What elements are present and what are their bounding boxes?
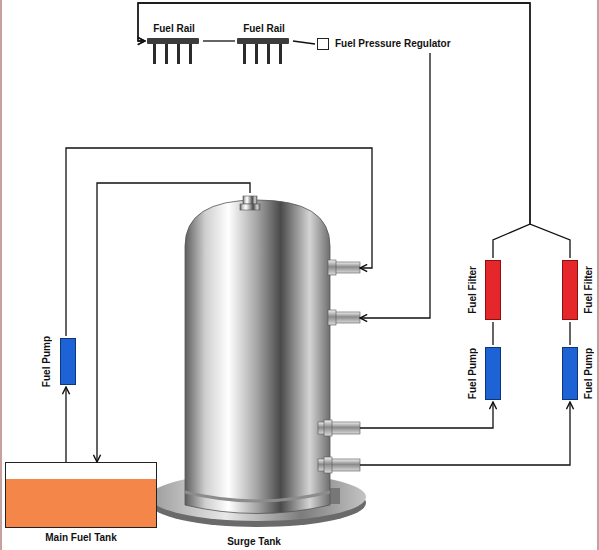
fuel-pump: Fuel Pump — [463, 345, 503, 402]
tank-outline — [5, 462, 157, 528]
fuel-line-path — [138, 3, 570, 258]
label-column: Fuel Pump — [36, 336, 58, 387]
rail-label: Fuel Rail — [145, 23, 203, 35]
fuel-line — [138, 3, 570, 258]
fuel-line-path — [97, 183, 250, 462]
fuel-line — [203, 41, 235, 42]
regulator-symbol — [317, 38, 329, 50]
tank-body — [185, 200, 330, 514]
pump-body — [60, 338, 76, 385]
fuel-line-path — [293, 41, 315, 44]
tank-label: Main Fuel Tank — [5, 532, 157, 544]
injector — [255, 44, 258, 64]
fuel-filter: Fuel Filter — [463, 258, 503, 322]
fuel-line-path — [65, 387, 66, 462]
fuel-line — [360, 53, 430, 318]
pump-body — [562, 347, 578, 400]
regulator-label: Fuel Pressure Regulator — [335, 38, 451, 50]
fuel-line — [66, 148, 372, 336]
fuel-line-path — [138, 3, 530, 258]
filter-label: Fuel Filter — [583, 266, 595, 314]
pressure-regulator: Fuel Pressure Regulator — [315, 36, 505, 53]
pump-body — [485, 347, 501, 400]
fuel-line — [66, 387, 67, 462]
fitting-nut — [324, 420, 332, 436]
filter-label: Fuel Filter — [467, 266, 479, 314]
fuel-line — [293, 41, 315, 44]
fuel-rail: Fuel Rail — [235, 20, 293, 68]
fuel-line — [360, 402, 493, 428]
frame-edge — [597, 0, 599, 550]
fuel-line — [138, 3, 530, 258]
fuel-line-path — [360, 402, 570, 465]
label-column: Fuel Filter — [463, 258, 483, 322]
pump-label: Fuel Pump — [41, 336, 53, 387]
injector — [279, 44, 282, 64]
pump-label: Fuel Pump — [583, 348, 595, 399]
weld-seam — [185, 492, 330, 501]
label-column: Fuel Filter — [578, 258, 599, 322]
main-fuel-tank: Main Fuel Tank — [5, 462, 157, 548]
fuel-line — [360, 402, 570, 465]
fuel-filter: Fuel Filter — [558, 258, 599, 322]
tank-label: Surge Tank — [148, 536, 360, 548]
top-fitting-nut — [240, 204, 260, 210]
fuel-pump: Fuel Pump — [558, 345, 599, 402]
fuel-pump: Fuel Pump — [36, 336, 78, 387]
injector — [243, 44, 246, 64]
filter-body — [485, 260, 501, 320]
fuel-line-path — [360, 402, 493, 428]
rail-label: Fuel Rail — [235, 23, 293, 35]
injector — [267, 44, 270, 64]
label-column: Fuel Pump — [463, 345, 483, 402]
fuel-line-path — [492, 322, 493, 345]
fuel-line-path — [66, 148, 372, 336]
fitting-nut — [324, 457, 332, 473]
fitting-nut — [328, 260, 336, 275]
fuel-line — [493, 322, 494, 345]
pump-label: Fuel Pump — [467, 348, 479, 399]
fuel-line-path — [569, 322, 570, 345]
surge-tank: Surge Tank — [148, 193, 360, 550]
injector — [165, 44, 168, 64]
fuel-level — [6, 479, 156, 527]
fuel-line-path — [203, 40, 235, 41]
fuel-line — [570, 322, 571, 345]
fuel-rail: Fuel Rail — [145, 20, 203, 68]
fuel-line — [97, 183, 250, 462]
injector — [153, 44, 156, 64]
top-fitting — [243, 196, 257, 204]
label-column: Fuel Pump — [578, 345, 599, 402]
frame-edge — [0, 0, 2, 550]
fuel-line-path — [360, 53, 430, 318]
filter-body — [562, 260, 578, 320]
injector — [177, 44, 180, 64]
fitting-nut — [328, 310, 336, 325]
injector — [189, 44, 192, 64]
